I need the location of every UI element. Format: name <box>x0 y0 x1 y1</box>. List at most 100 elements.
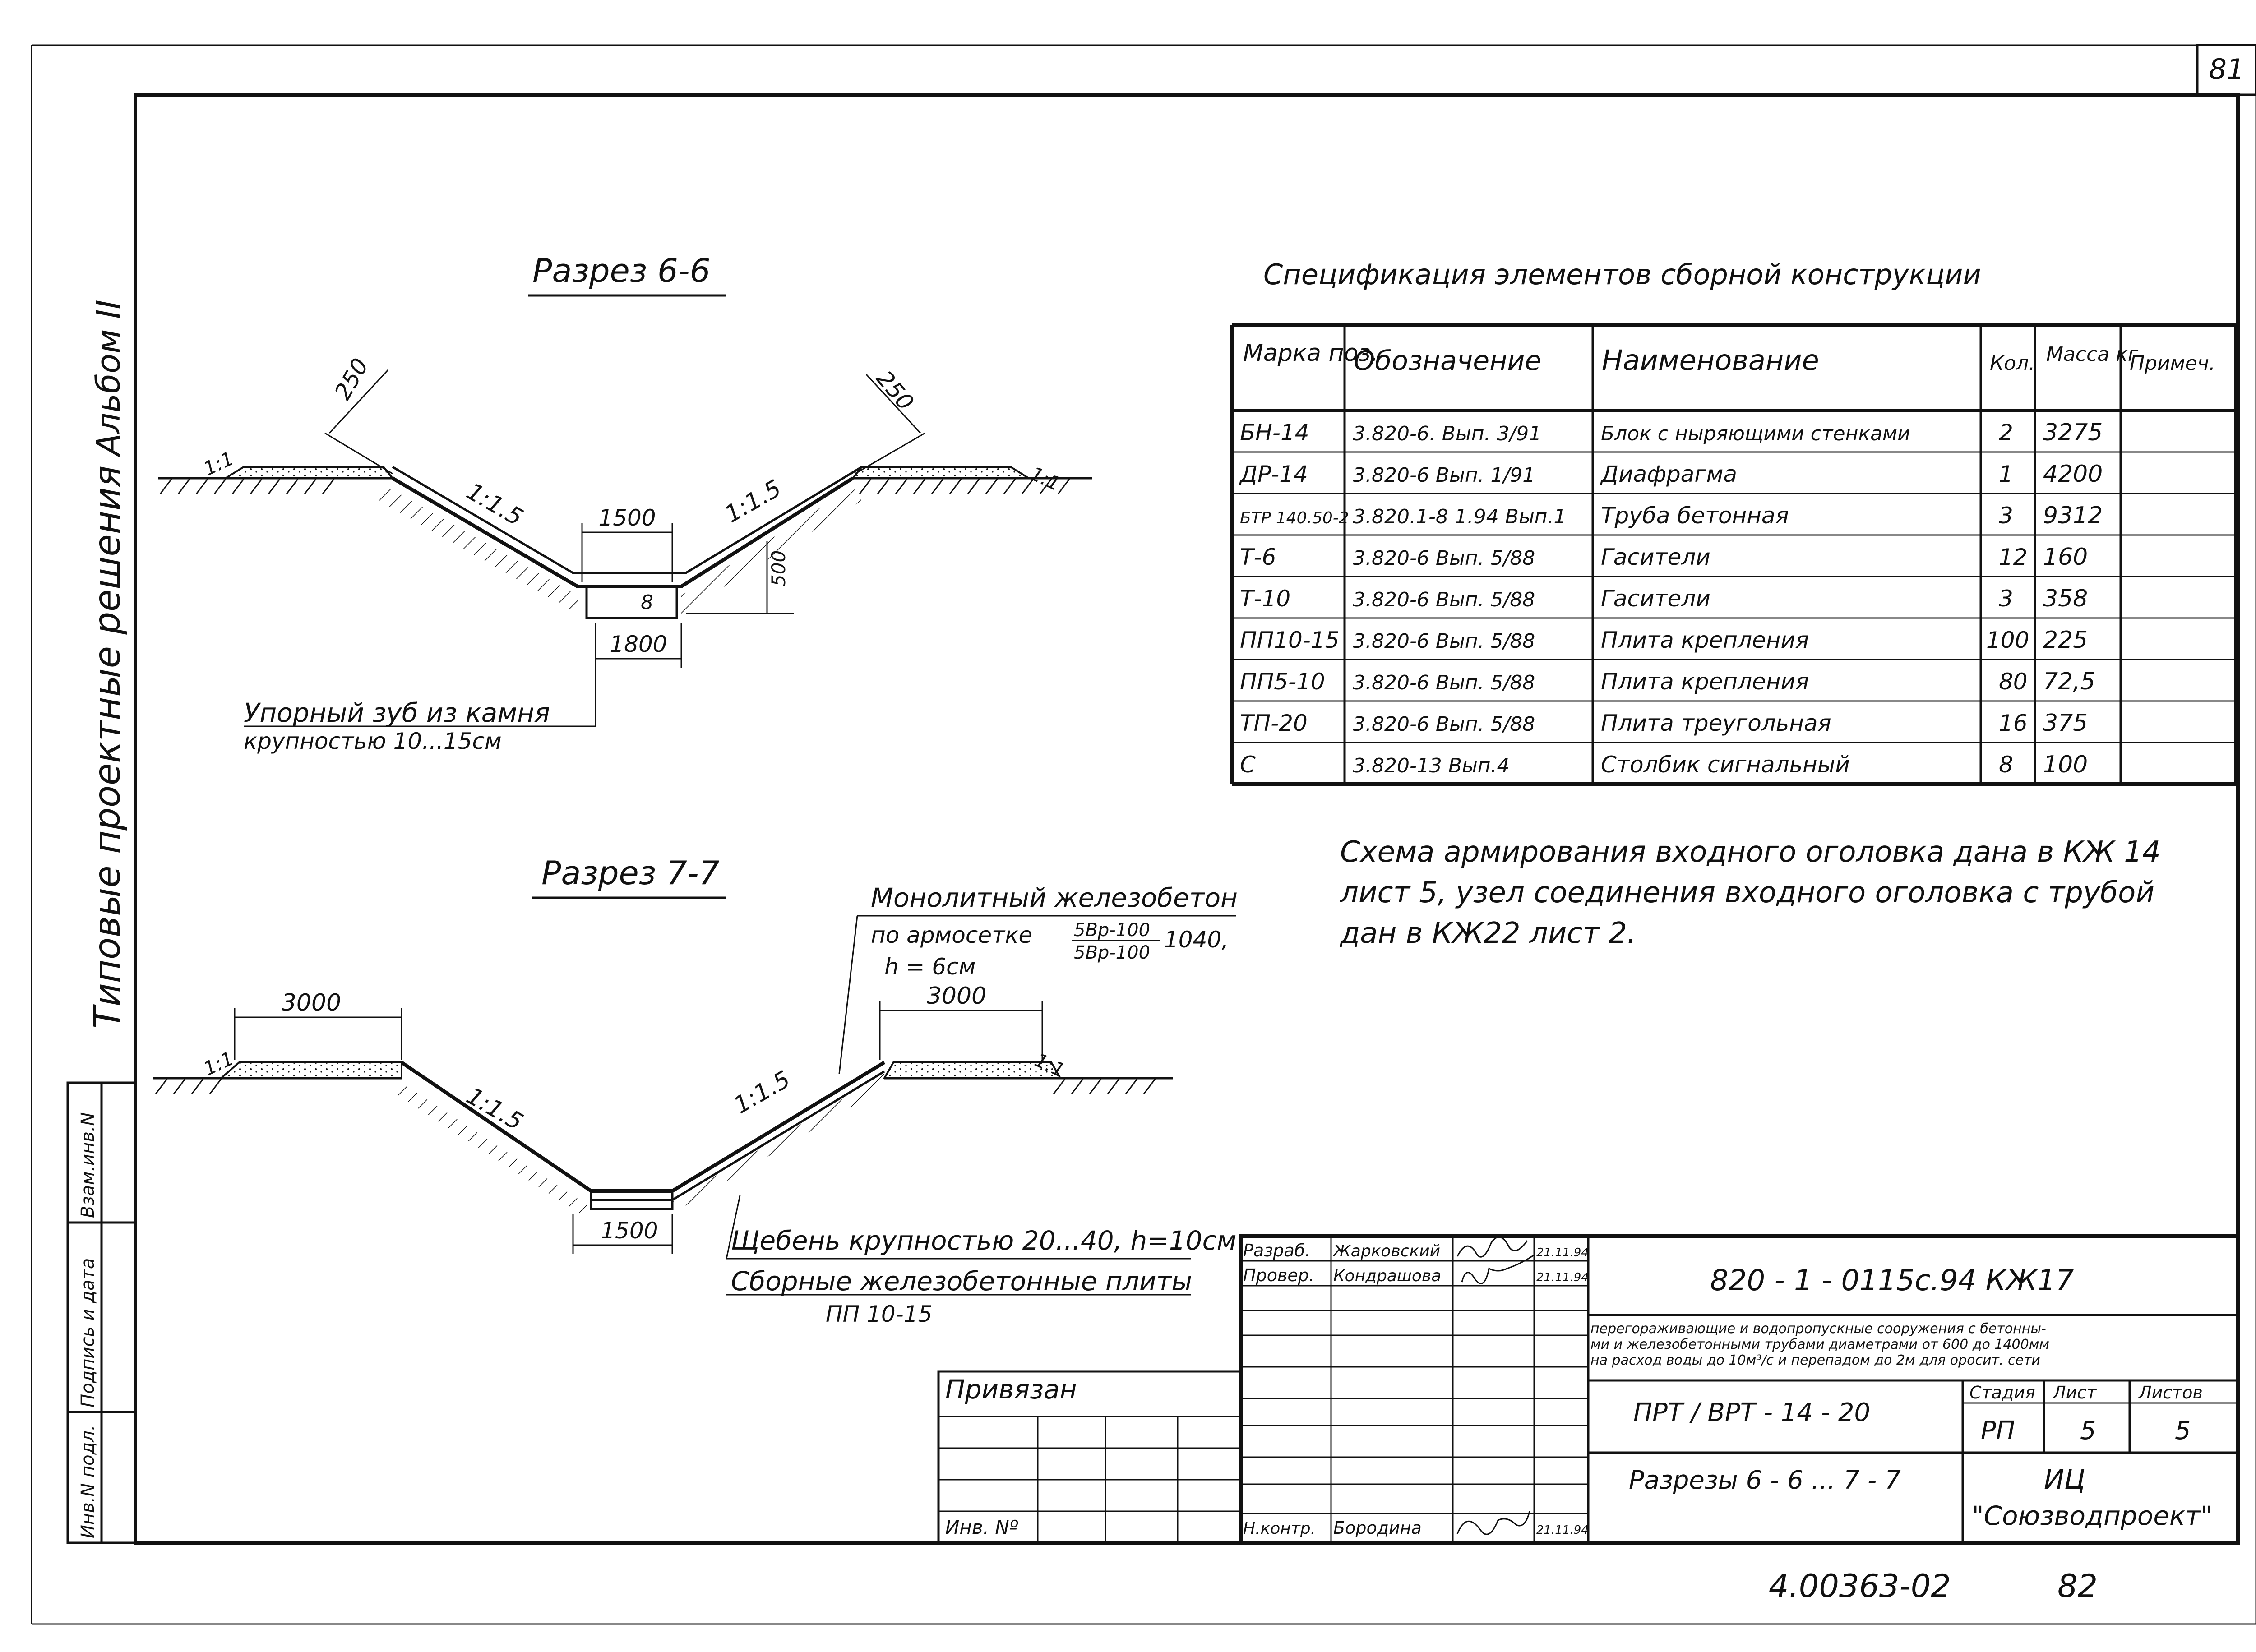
signature-nkontr <box>1456 1511 1530 1535</box>
album-label: Альбом II <box>89 300 127 457</box>
stamp-inv-podl: Инв.N подл. <box>78 1425 98 1538</box>
spec-cell-r4-c0: Т-10 <box>1240 586 1290 612</box>
title-block <box>937 1234 2240 1545</box>
tb-org-line1: ИЦ <box>2044 1464 2085 1495</box>
tb-doc-code: 820 - 1 - 0115с.94 КЖ17 <box>1710 1264 2074 1297</box>
spec-cell-r4-c4: 358 <box>2043 585 2088 612</box>
s7-plates-line1: Сборные железобетонные плиты <box>731 1266 1192 1297</box>
tb-desc-line2: ми и железобетонными трубами диаметрами … <box>1590 1337 2049 1352</box>
tb-razrab-name: Жарковский <box>1332 1242 1440 1260</box>
s6-dim-1800: 1800 <box>610 631 667 657</box>
spec-cell-r3-c3: 12 <box>1999 544 2028 570</box>
s6-note-line2: крупностью 10...15см <box>244 728 502 754</box>
spec-header-4: Масса кг <box>2046 343 2139 366</box>
s6-dim-1500: 1500 <box>598 505 656 531</box>
signature-prover <box>1461 1254 1535 1284</box>
tb-inv-no: Инв. Nº <box>945 1516 1018 1538</box>
spec-cell-r7-c2: Плита треугольная <box>1601 710 1831 736</box>
tb-razrab-date: 21.11.94 <box>1536 1246 1589 1260</box>
s7-dim-3000-left: 3000 <box>282 989 341 1016</box>
section-7-title: Разрез 7-7 <box>541 854 720 892</box>
spec-cell-r5-c3: 100 <box>1986 627 2029 653</box>
spec-header-3: Кол. <box>1990 352 2035 375</box>
spec-cell-r1-c2: Диафрагма <box>1600 461 1737 487</box>
spec-cell-r3-c2: Гасители <box>1601 544 1710 570</box>
signature-razrab <box>1456 1236 1528 1258</box>
tb-nkontr-date: 21.11.94 <box>1536 1523 1589 1537</box>
section-6-title: Разрез 6-6 <box>532 252 711 290</box>
tb-stage-label: Стадия <box>1969 1383 2035 1403</box>
spec-cell-r2-c4: 9312 <box>2043 502 2103 529</box>
spec-cell-r8-c0: С <box>1240 752 1256 778</box>
note-line3: дан в КЖ22 лист 2. <box>1340 917 1636 950</box>
spec-cell-r4-c3: 3 <box>1999 586 2013 612</box>
s6-dim-250-right: 250 <box>871 365 919 415</box>
s6-dim-250-left: 250 <box>329 354 374 404</box>
stamp-signature-date: Подпись и дата <box>78 1258 98 1407</box>
s7-dim-3000-right: 3000 <box>927 983 986 1010</box>
spec-cell-r0-c1: 3.820-6. Вып. 3/91 <box>1353 422 1541 445</box>
tb-prover-label: Провер. <box>1243 1265 1314 1285</box>
spec-cell-r0-c4: 3275 <box>2043 419 2103 446</box>
tb-razrab-label: Разраб. <box>1243 1241 1310 1260</box>
spec-cell-r6-c3: 80 <box>1999 669 2028 695</box>
spec-cell-r5-c2: Плита крепления <box>1601 627 1809 653</box>
s7-slope-right: 1:1.5 <box>730 1066 795 1120</box>
spec-cell-r3-c1: 3.820-6 Вып. 5/88 <box>1353 547 1535 570</box>
spec-cell-r7-c0: ТП-20 <box>1240 710 1308 736</box>
tb-privyazan: Привязан <box>945 1374 1077 1405</box>
tb-sheet-title: Разрезы 6 - 6 ... 7 - 7 <box>1629 1466 1901 1495</box>
spec-cell-r6-c4: 72,5 <box>2043 668 2095 695</box>
spec-cell-r8-c1: 3.820-13 Вып.4 <box>1353 754 1510 777</box>
s6-slope-outer-right: 1:1 <box>1027 462 1064 495</box>
spec-cell-r0-c0: БН-14 <box>1240 420 1309 446</box>
stamp-vzam-inv: Взам.инв.N <box>78 1112 98 1218</box>
spec-cell-r2-c3: 3 <box>1999 503 2013 529</box>
spec-header-0: Марка поз. <box>1243 340 1378 367</box>
tb-org-line2: "Союзводпроект" <box>1972 1500 2213 1531</box>
spec-cell-r7-c1: 3.820-6 Вып. 5/88 <box>1353 713 1535 736</box>
spec-cell-r8-c2: Столбик сигнальный <box>1601 752 1850 778</box>
spec-cell-r3-c0: Т-6 <box>1240 544 1276 570</box>
tb-prover-name: Кондрашова <box>1333 1267 1441 1285</box>
s7-mono-line1: Монолитный железобетон <box>871 882 1238 913</box>
tb-lists-label: Листов <box>2138 1383 2203 1403</box>
tb-desc-line1: перегораживающие и водопропускные сооруж… <box>1590 1321 2046 1337</box>
spec-cell-r1-c1: 3.820-6 Вып. 1/91 <box>1353 464 1535 487</box>
series-label: Типовые проектные решения <box>86 466 128 1029</box>
spec-cell-r1-c0: ДР-14 <box>1239 461 1308 487</box>
spec-title: Спецификация элементов сборной конструкц… <box>1263 258 1981 291</box>
spec-cell-r2-c0: БТР 140.50-2 <box>1240 509 1349 527</box>
bottom-inventory: 4.00363-02 <box>1769 1568 1951 1605</box>
spec-cell-r6-c0: ПП5-10 <box>1240 669 1325 695</box>
spec-cell-r3-c4: 160 <box>2043 544 2088 571</box>
tb-lists: 5 <box>2175 1416 2191 1445</box>
s7-gravel: Щебень крупностью 20...40, h=10см <box>731 1225 1236 1256</box>
section-7-7: Разрез 7-7 3000 3000 <box>153 854 1238 1327</box>
s7-mono-line3: h = 6см <box>884 954 975 980</box>
spec-header-2: Наименование <box>1602 344 1819 377</box>
spec-cell-r1-c3: 1 <box>1999 461 2013 487</box>
spec-cell-r6-c1: 3.820-6 Вып. 5/88 <box>1353 671 1535 694</box>
page-number: 81 <box>2209 53 2245 86</box>
bottom-page: 82 <box>2057 1568 2098 1605</box>
spec-cell-r5-c4: 225 <box>2043 627 2088 654</box>
spec-cell-r7-c4: 375 <box>2043 710 2088 737</box>
spec-cell-r5-c1: 3.820-6 Вып. 5/88 <box>1353 630 1535 653</box>
note-line2: лист 5, узел соединения входного оголовк… <box>1339 876 2154 909</box>
tb-desc-line3: на расход воды до 10м³/с и перепадом до … <box>1590 1352 2040 1368</box>
spec-cell-r0-c2: Блок с ныряющими стенками <box>1601 422 1910 445</box>
tb-nkontr-label: Н.контр. <box>1243 1519 1316 1538</box>
spec-cell-r8-c3: 8 <box>1999 752 2013 778</box>
left-stamp <box>66 1081 137 1544</box>
s7-plates-line2: ПП 10-15 <box>826 1301 932 1327</box>
spec-cell-r7-c3: 16 <box>1999 710 2028 736</box>
spec-cell-r0-c3: 2 <box>1999 420 2013 446</box>
spec-cell-r8-c4: 100 <box>2043 751 2088 778</box>
spec-cell-r5-c0: ПП10-15 <box>1240 627 1339 653</box>
section-6-6: Разрез 6-6 <box>158 252 1092 754</box>
s7-mono-frac-num: 5Вр-100 <box>1074 920 1150 941</box>
tb-object-code: ПРТ / ВРТ - 14 - 20 <box>1633 1398 1870 1427</box>
